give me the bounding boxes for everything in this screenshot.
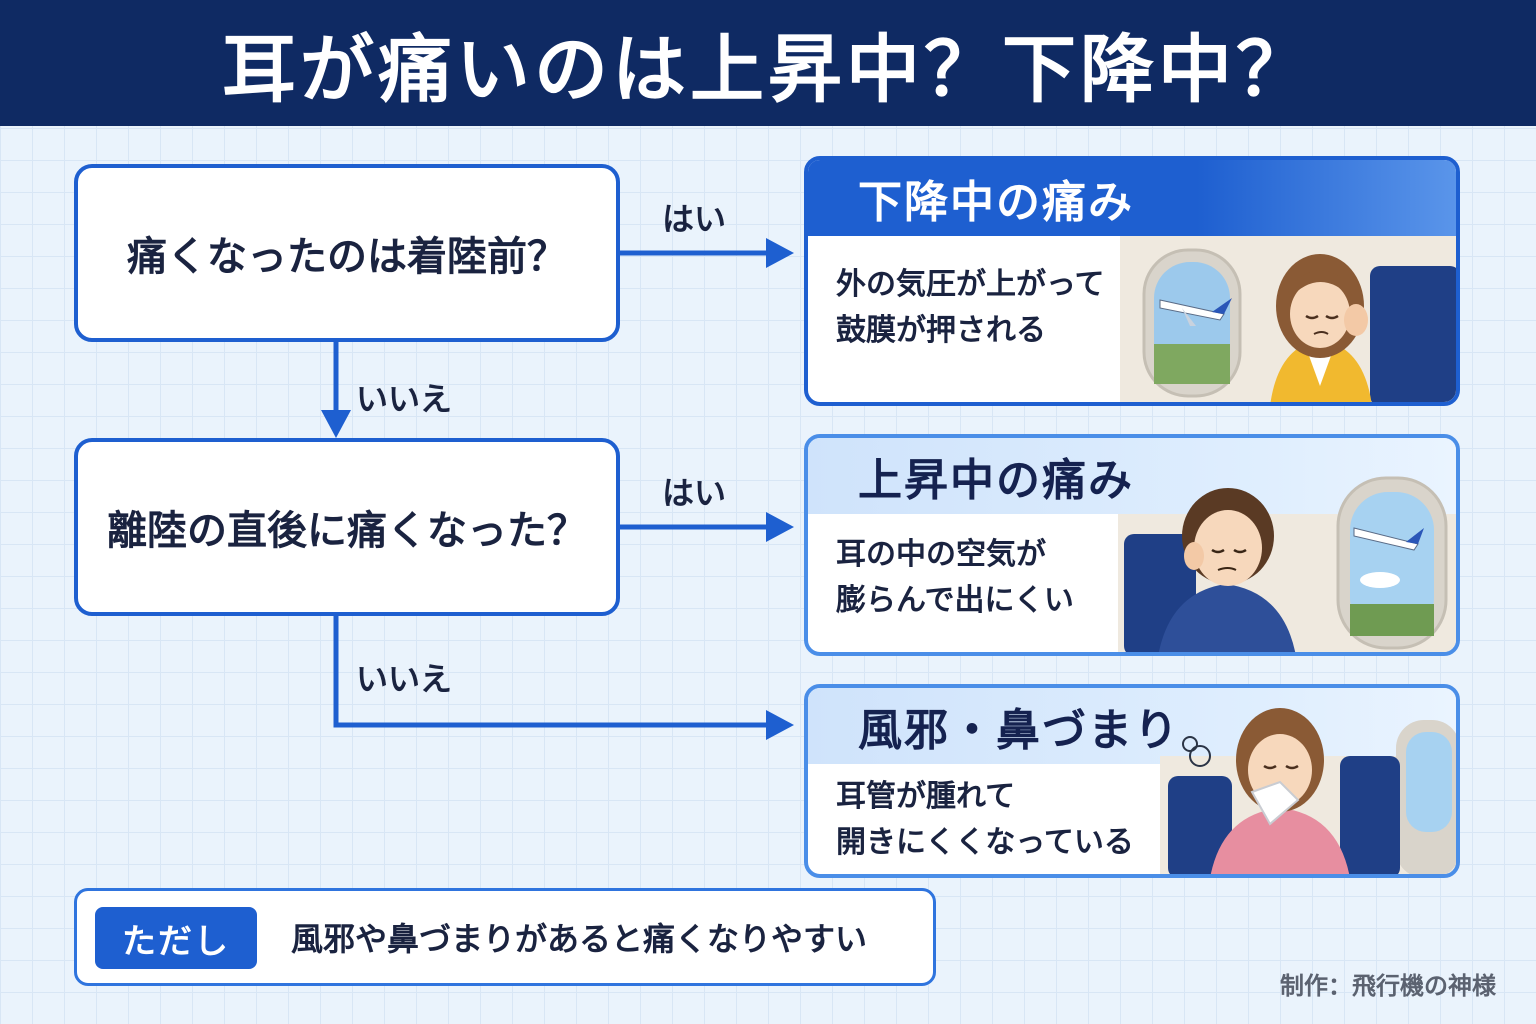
arrow-q2-yes: [620, 512, 794, 542]
woman-with-tissue-illustration: [1160, 708, 1456, 874]
card-title: 風邪・鼻づまり: [808, 688, 1456, 764]
yes-label: はい: [662, 200, 727, 238]
arrow-q2-no: [333, 616, 794, 740]
question-text: 離陸の直後に痛くなった？: [107, 508, 587, 554]
arrow-q1-no: [321, 342, 351, 438]
card-line: 膨らんで出にくい: [836, 583, 1074, 618]
result-card-descending: 下降中の痛み 外の気圧が上がって 鼓膜が押される: [804, 156, 1460, 406]
result-card-ascending: 上昇中の痛み 耳の中の空気が 膨らんで出にくい: [804, 434, 1460, 656]
yes-label: はい: [662, 474, 727, 512]
card-line: 外の気圧が上がって: [836, 267, 1105, 302]
airplane-icon: [1159, 298, 1232, 326]
page-title: 耳が痛いのは上昇中？下降中？: [222, 26, 1314, 113]
woman-holding-ear-illustration: [1120, 236, 1456, 402]
result-card-cold: 風邪・鼻づまり 耳管が腫れて 開きにくくなっている: [804, 684, 1460, 878]
note-box: ただし 風邪や鼻づまりがあると痛くなりやすい: [74, 888, 936, 986]
card-description: 外の気圧が上がって 鼓膜が押される: [836, 262, 1105, 354]
note-text: 風邪や鼻づまりがあると痛くなりやすい: [291, 920, 868, 958]
header-banner: 耳が痛いのは上昇中？下降中？: [0, 0, 1536, 126]
note-badge: ただし: [95, 907, 257, 969]
card-line: 耳の中の空気が: [836, 537, 1046, 572]
card-line: 開きにくくなっている: [836, 825, 1134, 860]
card-title: 下降中の痛み: [808, 160, 1456, 236]
man-holding-ear-illustration: [1118, 476, 1456, 652]
credit-text: 制作：飛行機の神様: [1280, 972, 1496, 1000]
no-label: いいえ: [356, 380, 453, 418]
arrow-q1-yes: [620, 238, 794, 268]
question-box-landing: 痛くなったのは着陸前？: [74, 164, 620, 342]
card-line: 耳管が腫れて: [836, 779, 1016, 814]
question-text: 痛くなったのは着陸前？: [127, 234, 567, 280]
card-line: 鼓膜が押される: [836, 313, 1046, 348]
no-label: いいえ: [356, 660, 453, 698]
card-description: 耳管が腫れて 開きにくくなっている: [836, 774, 1134, 866]
airplane-icon: [1353, 527, 1424, 551]
card-description: 耳の中の空気が 膨らんで出にくい: [836, 532, 1074, 624]
question-box-takeoff: 離陸の直後に痛くなった？: [74, 438, 620, 616]
